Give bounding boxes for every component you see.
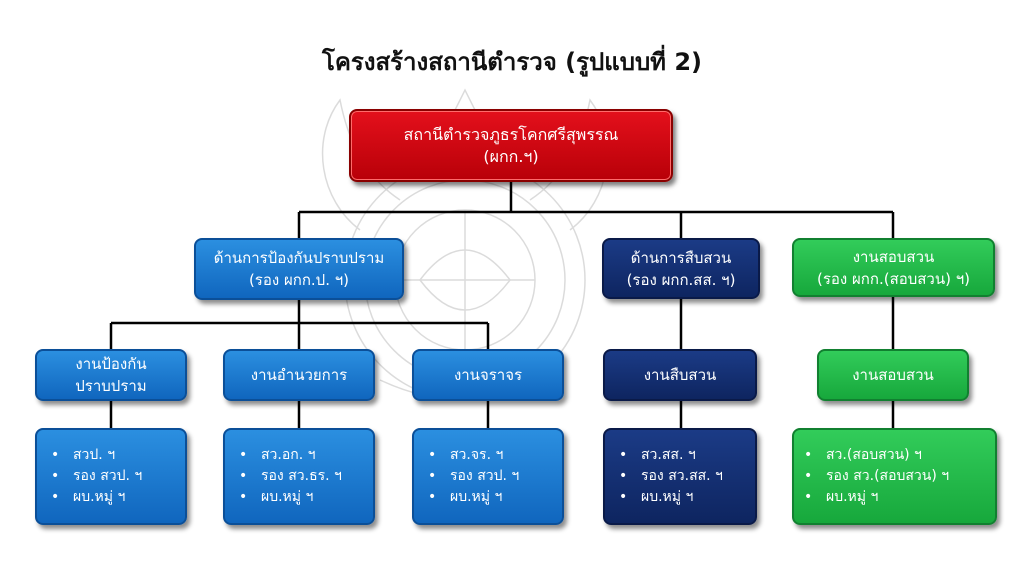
unit-inquiry-box: งานสอบสวน — [817, 349, 969, 401]
staff-item: รอง สว.ธร. ฯ — [239, 466, 342, 487]
division-investigation-subtitle: (รอง ผกก.สส. ฯ) — [626, 270, 736, 289]
root-station-box: สถานีตำรวจภูธรโคกศรีสุพรรณ (ผกก.ฯ) — [349, 109, 673, 182]
staff-item: ผบ.หมู่ ฯ — [804, 487, 949, 508]
staff-item: รอง สวป. ฯ — [51, 466, 142, 487]
staff-investigation-list: สว.สส. ฯ รอง สว.สส. ฯ ผบ.หมู่ ฯ — [603, 428, 757, 525]
unit-inquiry-label: งานสอบสวน — [852, 366, 934, 384]
page-title: โครงสร้างสถานีตำรวจ (รูปแบบที่ 2) — [321, 48, 703, 76]
staff-item: สว.สส. ฯ — [619, 445, 723, 466]
division-inquiry-subtitle: (รอง ผกก.(สอบสวน) ฯ) — [817, 269, 970, 288]
unit-prevention-box: งานป้องกัน ปราบปราม — [35, 349, 187, 401]
division-investigation-title: ด้านการสืบสวน — [630, 248, 732, 267]
staff-item: สว.จร. ฯ — [428, 445, 519, 466]
unit-investigation-label: งานสืบสวน — [643, 366, 717, 384]
unit-traffic-box: งานจราจร — [412, 349, 564, 401]
staff-administration-list: สว.อก. ฯ รอง สว.ธร. ฯ ผบ.หมู่ ฯ — [223, 428, 375, 525]
division-investigation-box: ด้านการสืบสวน (รอง ผกก.สส. ฯ) — [602, 238, 760, 299]
unit-prevention-line1: งานป้องกัน — [75, 355, 147, 373]
staff-item: สว.(สอบสวน) ฯ — [804, 445, 949, 466]
division-prevention-title: ด้านการป้องกันปราบปราม — [213, 249, 385, 267]
staff-item: ผบ.หมู่ ฯ — [619, 487, 723, 508]
staff-item: รอง สว.(สอบสวน) ฯ — [804, 466, 949, 487]
staff-item: ผบ.หมู่ ฯ — [51, 487, 142, 508]
unit-traffic-label: งานจราจร — [453, 366, 523, 384]
unit-prevention-line2: ปราบปราม — [75, 377, 147, 395]
division-inquiry-title: งานสอบสวน — [852, 247, 935, 266]
division-prevention-subtitle: (รอง ผกก.ป. ฯ) — [248, 271, 350, 289]
staff-item: ผบ.หมู่ ฯ — [428, 487, 519, 508]
root-title: สถานีตำรวจภูธรโคกศรีสุพรรณ — [403, 124, 619, 144]
unit-investigation-box: งานสืบสวน — [603, 349, 757, 401]
division-inquiry-box: งานสอบสวน (รอง ผกก.(สอบสวน) ฯ) — [792, 238, 995, 297]
staff-item: รอง สว.สส. ฯ — [619, 466, 723, 487]
staff-item: ผบ.หมู่ ฯ — [239, 487, 342, 508]
staff-item: สวป. ฯ — [51, 445, 142, 466]
unit-administration-label: งานอำนวยการ — [250, 366, 348, 384]
staff-item: สว.อก. ฯ — [239, 445, 342, 466]
staff-traffic-list: สว.จร. ฯ รอง สวป. ฯ ผบ.หมู่ ฯ — [412, 428, 564, 525]
staff-item: รอง สวป. ฯ — [428, 466, 519, 487]
division-prevention-box: ด้านการป้องกันปราบปราม (รอง ผกก.ป. ฯ) — [194, 238, 404, 300]
staff-inquiry-list: สว.(สอบสวน) ฯ รอง สว.(สอบสวน) ฯ ผบ.หมู่ … — [792, 428, 997, 525]
root-subtitle: (ผกก.ฯ) — [483, 146, 539, 166]
unit-administration-box: งานอำนวยการ — [223, 349, 375, 401]
staff-prevention-list: สวป. ฯ รอง สวป. ฯ ผบ.หมู่ ฯ — [35, 428, 187, 525]
